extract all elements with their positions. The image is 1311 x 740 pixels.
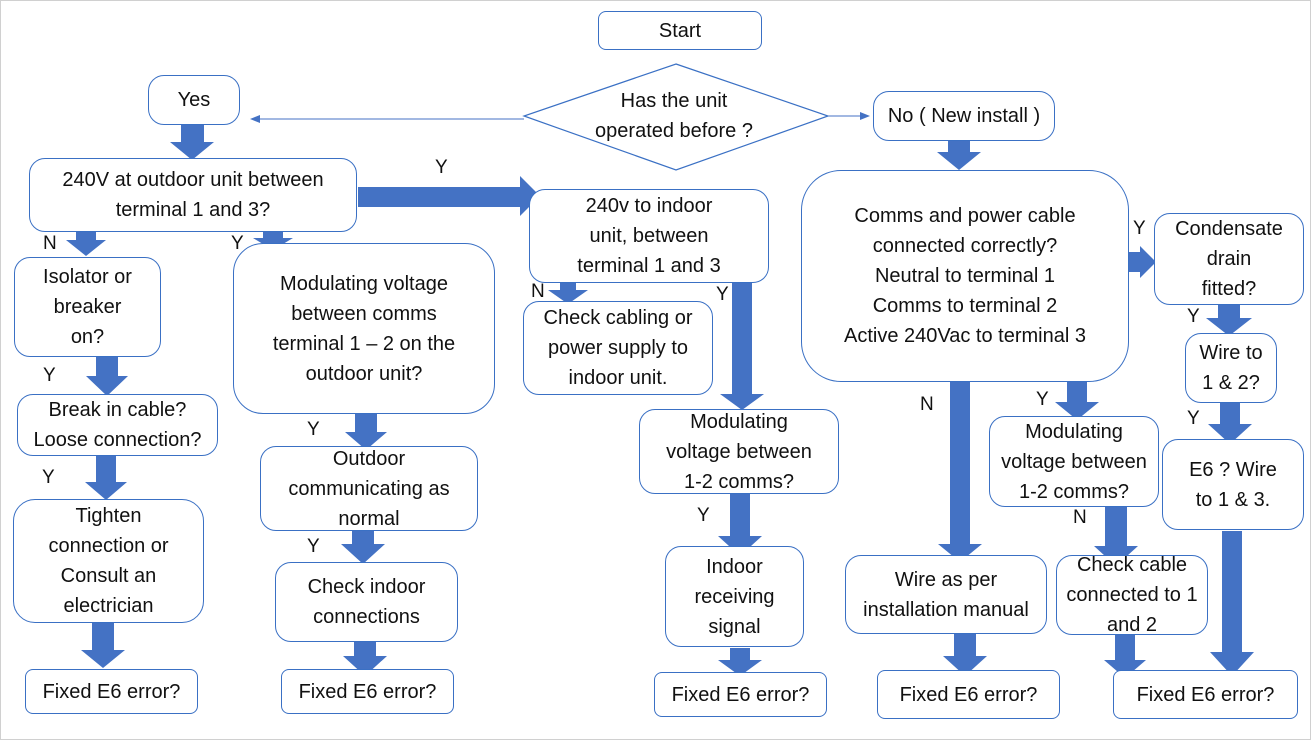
arrow-comms-to-condensate — [1129, 246, 1156, 278]
arrow-modmid-down — [718, 494, 762, 556]
arrow-outcomm-down — [341, 531, 385, 564]
start-node: Start — [598, 11, 762, 50]
arrow-checkcable-down — [1104, 634, 1146, 678]
fixed-e6-node-2: Fixed E6 error? — [281, 669, 454, 714]
modulating-12-mid-node: Modulating voltage between 1-2 comms? — [639, 409, 839, 494]
comms-power-node: Comms and power cable connected correctl… — [801, 170, 1129, 382]
label-y-outdoor-to-indoor: Y — [435, 157, 448, 178]
arrow-yes-to-outdoor — [170, 125, 214, 160]
wire-manual-node: Wire as per installation manual — [845, 555, 1047, 634]
outdoor-communicating-node: Outdoor communicating as normal — [260, 446, 478, 531]
thin-arrowhead-no — [860, 112, 870, 120]
arrow-receiving-down — [718, 648, 762, 676]
decision-text: Has the unit operated before ? — [595, 90, 753, 142]
label-n-indoor: N — [531, 281, 545, 302]
fixed-e6-node-4: Fixed E6 error? — [877, 670, 1060, 719]
arrow-modright-down — [1094, 507, 1138, 566]
arrow-tighten-down — [81, 622, 125, 668]
arrow-wire12-down — [1208, 402, 1252, 444]
arrow-outdoor-to-indoor — [358, 176, 540, 216]
fixed-e6-node-3: Fixed E6 error? — [654, 672, 827, 717]
label-n-outdoor: N — [43, 233, 57, 254]
arrow-indoor-n — [548, 282, 588, 304]
label-y-break: Y — [42, 467, 55, 488]
label-y-isolator: Y — [43, 365, 56, 386]
label-y-indoor: Y — [716, 284, 729, 305]
isolator-node: Isolator or breaker on? — [14, 257, 161, 357]
label-n-comms: N — [920, 394, 934, 415]
indoor-240v-node: 240v to indoor unit, between terminal 1 … — [529, 189, 769, 283]
yes-node: Yes — [148, 75, 240, 125]
arrow-condensate-down — [1206, 304, 1252, 336]
modulating-outdoor-node: Modulating voltage between comms termina… — [233, 243, 495, 414]
arrow-isolator-down — [86, 357, 128, 396]
arrow-outdoor-y — [253, 231, 293, 250]
label-n-mod-right: N — [1073, 507, 1087, 528]
arrow-e6-down — [1210, 531, 1254, 676]
label-y-outdoor-comm: Y — [307, 536, 320, 557]
arrow-no-to-comms — [937, 140, 981, 170]
modulating-12-right-node: Modulating voltage between 1-2 comms? — [989, 416, 1159, 507]
arrow-checkindoor-down — [343, 642, 387, 676]
wire-12-node: Wire to 1 & 2? — [1185, 333, 1277, 403]
condensate-node: Condensate drain fitted? — [1154, 213, 1304, 305]
label-y-outdoor: Y — [231, 233, 244, 254]
label-y-wire12: Y — [1187, 408, 1200, 429]
label-y-comms: Y — [1036, 389, 1049, 410]
label-y-cond-down: Y — [1187, 306, 1200, 327]
arrow-outdoor-n — [66, 231, 106, 256]
check-cable-12-node: Check cable connected to 1 and 2 — [1056, 554, 1208, 636]
indoor-receiving-node: Indoor receiving signal — [665, 546, 804, 647]
no-new-install-node: No ( New install ) — [873, 91, 1055, 141]
outdoor-240v-node: 240V at outdoor unit between terminal 1 … — [29, 158, 357, 232]
arrow-comms-y-down — [1055, 382, 1099, 420]
arrow-indoor-y — [720, 282, 764, 410]
check-cabling-node: Check cabling or power supply to indoor … — [523, 301, 713, 395]
arrow-modout-down — [345, 414, 387, 450]
arrow-manual-down — [943, 634, 987, 676]
label-y-mod-mid: Y — [697, 505, 710, 526]
thin-arrowhead-yes — [250, 115, 260, 123]
check-indoor-node: Check indoor connections — [275, 562, 458, 642]
tighten-node: Tighten connection or Consult an electri… — [13, 499, 204, 623]
label-y-condensate: Y — [1133, 218, 1146, 239]
fixed-e6-node-5: Fixed E6 error? — [1113, 670, 1298, 719]
e6-wire13-node: E6 ? Wire to 1 & 3. — [1162, 439, 1304, 530]
arrow-comms-n-down — [938, 382, 982, 562]
label-y-modulating-outdoor: Y — [307, 419, 320, 440]
arrow-break-down — [85, 456, 127, 500]
fixed-e6-node-1: Fixed E6 error? — [25, 669, 198, 714]
break-cable-node: Break in cable? Loose connection? — [17, 394, 218, 456]
decision-diamond — [522, 63, 830, 171]
